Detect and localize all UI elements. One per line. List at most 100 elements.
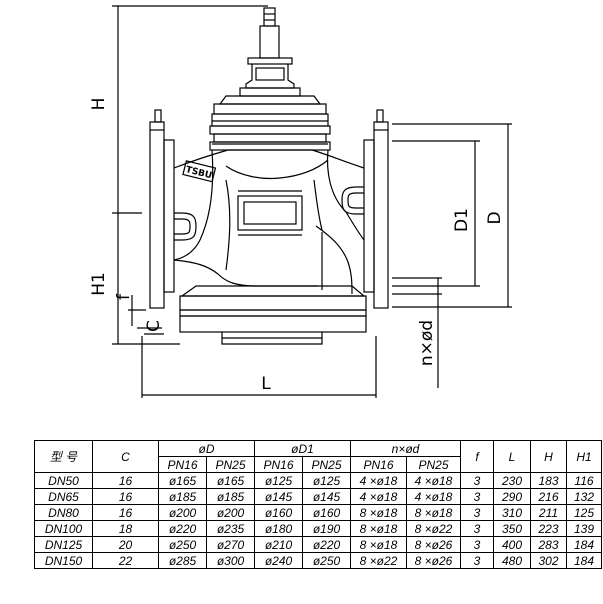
dim-label-nd: n×ød (417, 320, 437, 366)
table-cell: 8 ×ø26 (406, 536, 461, 553)
dim-label-c: C (144, 320, 164, 332)
table-cell: ø240 (254, 552, 303, 569)
table-cell: 18 (92, 520, 159, 537)
dim-label-h1: H1 (89, 272, 109, 296)
table-cell: 8 ×ø18 (350, 520, 407, 537)
table-cell: 8 ×ø18 (350, 504, 407, 521)
table-cell: 184 (566, 536, 602, 553)
table-cell: ø250 (158, 536, 207, 553)
subheader-cell: PN25 (302, 456, 351, 473)
header-nd: n×ød (350, 440, 461, 457)
valve-drawing: TSBU H H1 f C L D1 D n×ød (89, 5, 512, 398)
spec-table: 型 号 C øD øD1 n×ød f L H H1 PN16 PN25 PN1… (34, 440, 602, 569)
table-cell: ø165 (206, 472, 255, 489)
table-cell: ø270 (206, 536, 255, 553)
table-cell: 125 (566, 504, 602, 521)
table-cell: 8 ×ø18 (406, 504, 461, 521)
subheader-cell: PN25 (206, 456, 255, 473)
table-cell: 4 ×ø18 (350, 488, 407, 505)
table-cell: DN100 (34, 520, 93, 537)
table-cell: ø200 (158, 504, 207, 521)
table-cell: 216 (530, 488, 567, 505)
header-l: L (493, 440, 531, 473)
table-cell: ø180 (254, 520, 303, 537)
table-cell: 8 ×ø18 (350, 536, 407, 553)
header-c: C (92, 440, 159, 473)
table-cell: DN80 (34, 504, 93, 521)
header-h1: H1 (566, 440, 602, 473)
header-od1: øD1 (254, 440, 351, 457)
table-cell: 230 (493, 472, 531, 489)
table-cell: 116 (566, 472, 602, 489)
table-cell: 3 (460, 488, 494, 505)
table-cell: ø145 (302, 488, 351, 505)
table-cell: 3 (460, 552, 494, 569)
table-cell: ø145 (254, 488, 303, 505)
table-cell: 3 (460, 536, 494, 553)
table-header-row: 型 号 C øD øD1 n×ød f L H H1 (34, 440, 602, 473)
table-cell: 350 (493, 520, 531, 537)
table-cell: 400 (493, 536, 531, 553)
table-cell: ø185 (158, 488, 207, 505)
header-od: øD (158, 440, 255, 457)
table-cell: 16 (92, 488, 159, 505)
table-cell: ø235 (206, 520, 255, 537)
header-f: f (460, 440, 494, 473)
table-cell: ø210 (254, 536, 303, 553)
table-cell: ø185 (206, 488, 255, 505)
table-cell: ø165 (158, 472, 207, 489)
table-cell: 4 ×ø18 (406, 472, 461, 489)
table-cell: 184 (566, 552, 602, 569)
table-cell: 211 (530, 504, 567, 521)
table-cell: DN150 (34, 552, 93, 569)
table-cell: DN125 (34, 536, 93, 553)
dim-label-l: L (261, 374, 271, 394)
table-cell: ø285 (158, 552, 207, 569)
table-cell: ø160 (254, 504, 303, 521)
table-cell: 8 ×ø22 (350, 552, 407, 569)
subheader-cell: PN16 (350, 456, 407, 473)
subheader-cell: PN16 (254, 456, 303, 473)
table-cell: 480 (493, 552, 531, 569)
table-cell: 183 (530, 472, 567, 489)
table-cell: DN65 (34, 488, 93, 505)
table-cell: 4 ×ø18 (350, 472, 407, 489)
table-cell: DN50 (34, 472, 93, 489)
table-cell: 132 (566, 488, 602, 505)
table-cell: ø125 (302, 472, 351, 489)
table-cell: 3 (460, 504, 494, 521)
table-cell: ø250 (302, 552, 351, 569)
table-cell: 310 (493, 504, 531, 521)
table-cell: 16 (92, 504, 159, 521)
table-cell: 8 ×ø26 (406, 552, 461, 569)
table-cell: 16 (92, 472, 159, 489)
dim-label-d: D (485, 211, 505, 224)
table-cell: ø220 (158, 520, 207, 537)
table-cell: 3 (460, 472, 494, 489)
dim-label-d1: D1 (452, 208, 472, 232)
subheader-cell: PN25 (406, 456, 461, 473)
table-cell: ø190 (302, 520, 351, 537)
table-cell: 8 ×ø22 (406, 520, 461, 537)
table-cell: ø200 (206, 504, 255, 521)
dim-label-f: f (114, 293, 134, 300)
header-h: H (530, 440, 567, 473)
table-cell: ø220 (302, 536, 351, 553)
dim-label-h: H (89, 98, 109, 111)
table-cell: 20 (92, 536, 159, 553)
table-cell: ø300 (206, 552, 255, 569)
table-cell: 22 (92, 552, 159, 569)
table-cell: ø160 (302, 504, 351, 521)
subheader-cell: PN16 (158, 456, 207, 473)
table-cell: ø125 (254, 472, 303, 489)
header-model: 型 号 (34, 440, 93, 473)
table-cell: 223 (530, 520, 567, 537)
table-cell: 302 (530, 552, 567, 569)
